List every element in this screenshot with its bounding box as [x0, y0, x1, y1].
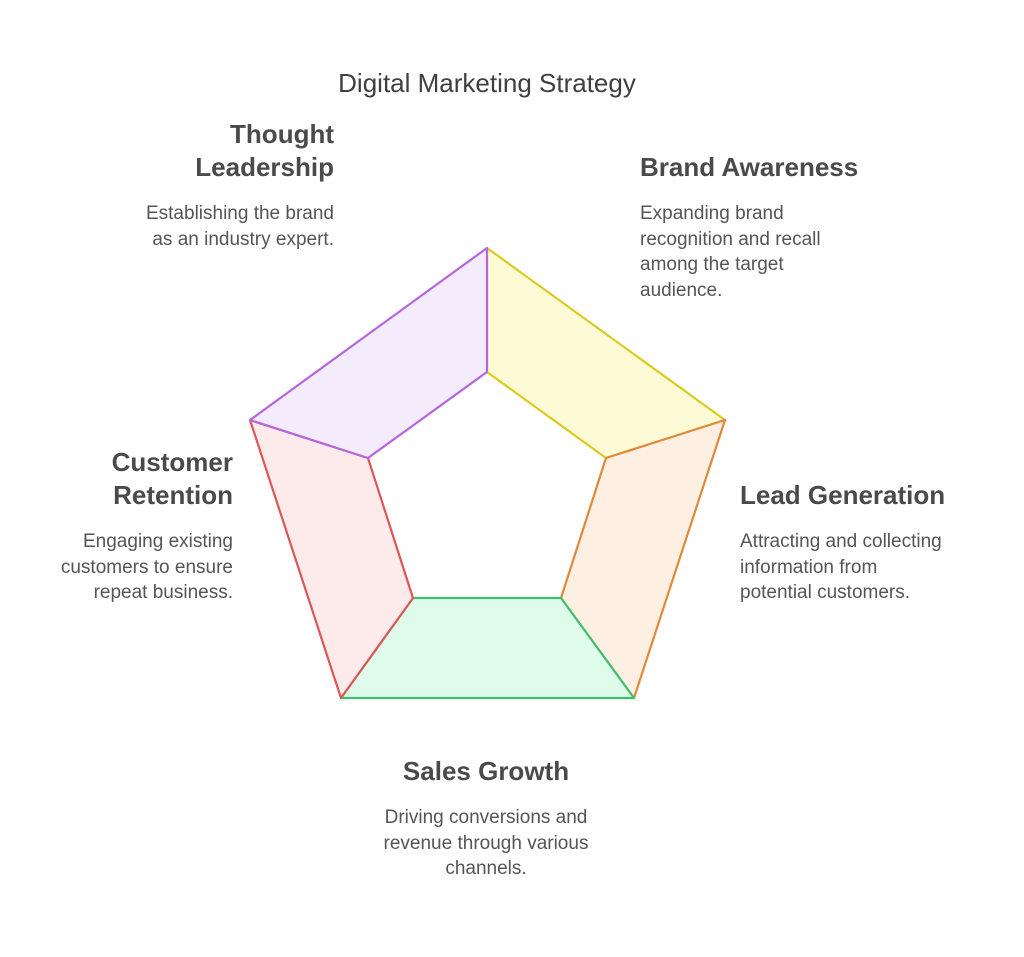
heading-line: Thought [230, 119, 334, 149]
desc-line: Attracting and collecting [740, 531, 942, 552]
desc-line: audience. [640, 279, 723, 301]
desc-line: as an industry expert. [152, 228, 334, 250]
segment-thought-leadership [248, 246, 489, 460]
sales-growth-block: Sales Growth Driving conversions and rev… [356, 755, 616, 882]
heading-line: Customer [111, 447, 233, 477]
desc-line: among the target [640, 254, 784, 275]
brand-awareness-block: Brand Awareness Expanding brand recognit… [640, 151, 900, 303]
brand-awareness-description: Expanding brand recognition and recall a… [640, 201, 855, 303]
diagram-title: Digital Marketing Strategy [338, 68, 636, 98]
desc-line: information from [740, 556, 878, 578]
customer-retention-heading: Customer Retention [20, 446, 233, 512]
desc-line: Establishing the brand [145, 203, 334, 224]
thought-leadership-heading: Thought Leadership [60, 118, 334, 184]
customer-retention-description: Engaging existing customers to ensure re… [20, 529, 233, 606]
lead-generation-heading: Lead Generation [740, 480, 946, 510]
customer-retention-block: Customer Retention Engaging existing cus… [20, 446, 233, 606]
desc-line: revenue through various [383, 832, 589, 854]
heading-line: Retention [113, 480, 233, 510]
desc-line: Driving conversions and [384, 807, 588, 828]
desc-line: Engaging existing [83, 531, 233, 552]
sales-growth-heading: Sales Growth [402, 756, 570, 786]
desc-line: potential customers. [740, 582, 911, 603]
desc-line: customers to ensure [60, 556, 233, 578]
desc-line: channels. [445, 858, 527, 879]
desc-line: repeat business. [93, 582, 233, 603]
desc-line: recognition and recall [640, 228, 821, 250]
heading-line: Leadership [195, 152, 334, 182]
thought-leadership-description: Establishing the brand as an industry ex… [60, 201, 334, 252]
lead-generation-block: Lead Generation Attracting and collectin… [740, 479, 980, 606]
sales-growth-description: Driving conversions and revenue through … [356, 805, 616, 882]
lead-generation-description: Attracting and collecting information fr… [740, 529, 980, 606]
thought-leadership-block: Thought Leadership Establishing the bran… [60, 118, 334, 252]
desc-line: Expanding brand [640, 203, 784, 224]
brand-awareness-heading: Brand Awareness [640, 152, 859, 182]
